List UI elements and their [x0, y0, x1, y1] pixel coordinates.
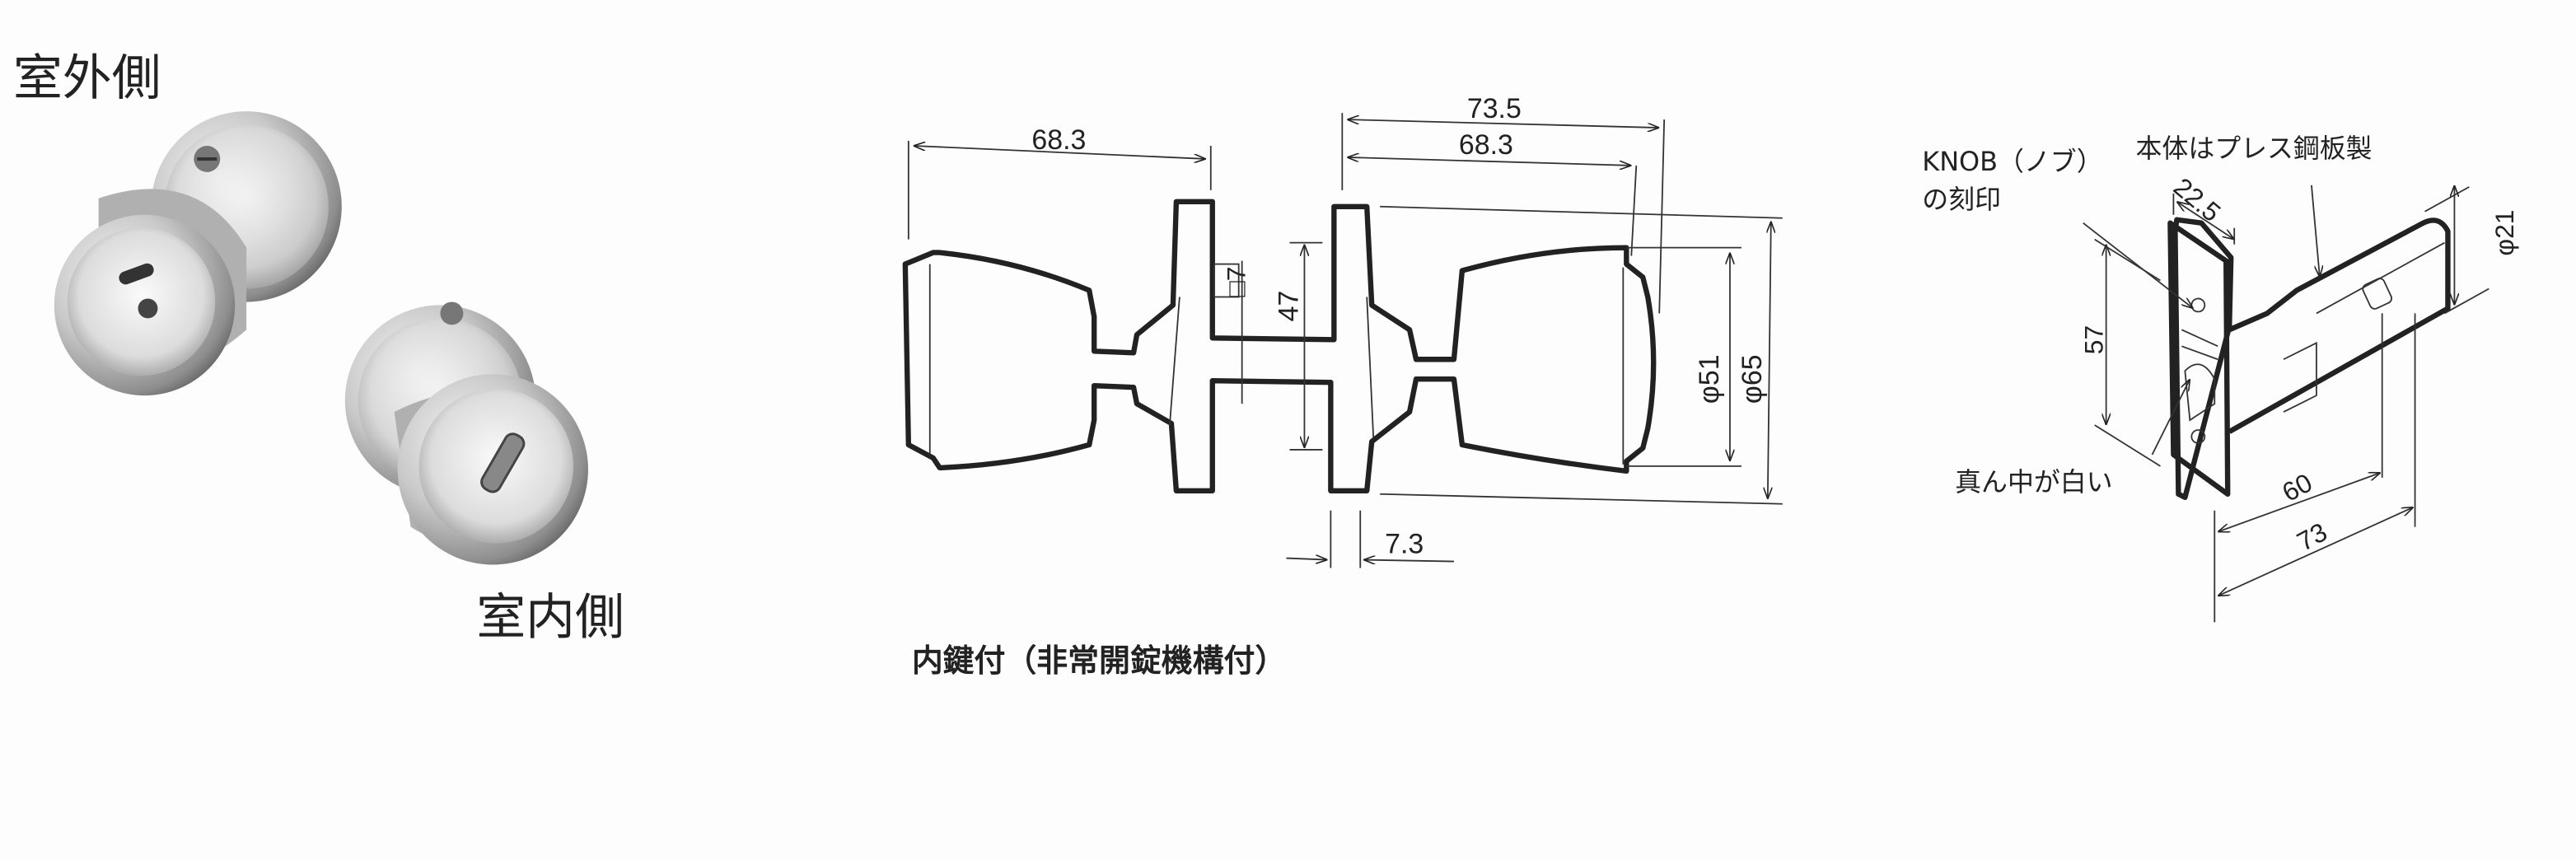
outside-knob-photo	[54, 111, 342, 396]
screw-icon	[440, 301, 464, 325]
dim-spindle-square: □7	[1222, 266, 1251, 297]
center-white-note: 真ん中が白い	[1955, 466, 2112, 498]
dim-knob-diameter: φ51	[1694, 354, 1725, 404]
thumbturn-icon	[480, 432, 526, 493]
dim-faceplate-height: 57	[2079, 325, 2109, 354]
square-spindle-icon	[1213, 263, 1240, 298]
knob-stamp-note-line1: KNOB（ノブ）	[1922, 146, 2102, 177]
body-material-note: 本体はプレス鋼板製	[2136, 133, 2373, 164]
dim-tube-diameter: φ21	[2490, 209, 2519, 255]
outside-label: 室外側	[13, 49, 161, 107]
inside-label: 室内側	[476, 588, 624, 646]
dim-spindle-height: 47	[1273, 291, 1304, 322]
knob-stamp-note-line2: の刻印	[1922, 184, 2001, 215]
dim-right-knob-length: 68.3	[1459, 129, 1513, 161]
dim-right-total-length: 73.5	[1467, 93, 1522, 124]
latch-drawing: 22.5 57 φ21 60 73	[2079, 172, 2519, 623]
dim-backset: 60	[2277, 467, 2317, 507]
dim-left-knob-length: 68.3	[1031, 124, 1086, 156]
dim-rose-diameter: φ65	[1737, 354, 1768, 404]
knob-side-view: 68.3 73.5 68.3 47 □7 φ51 φ65 7.3	[902, 93, 1783, 568]
dim-total-length: 73	[2292, 516, 2331, 556]
knob-caption: 内鍵付（非常開錠機構付）	[912, 643, 1287, 679]
inside-knob-photo	[344, 301, 588, 565]
dim-rose-thickness: 7.3	[1385, 529, 1424, 560]
